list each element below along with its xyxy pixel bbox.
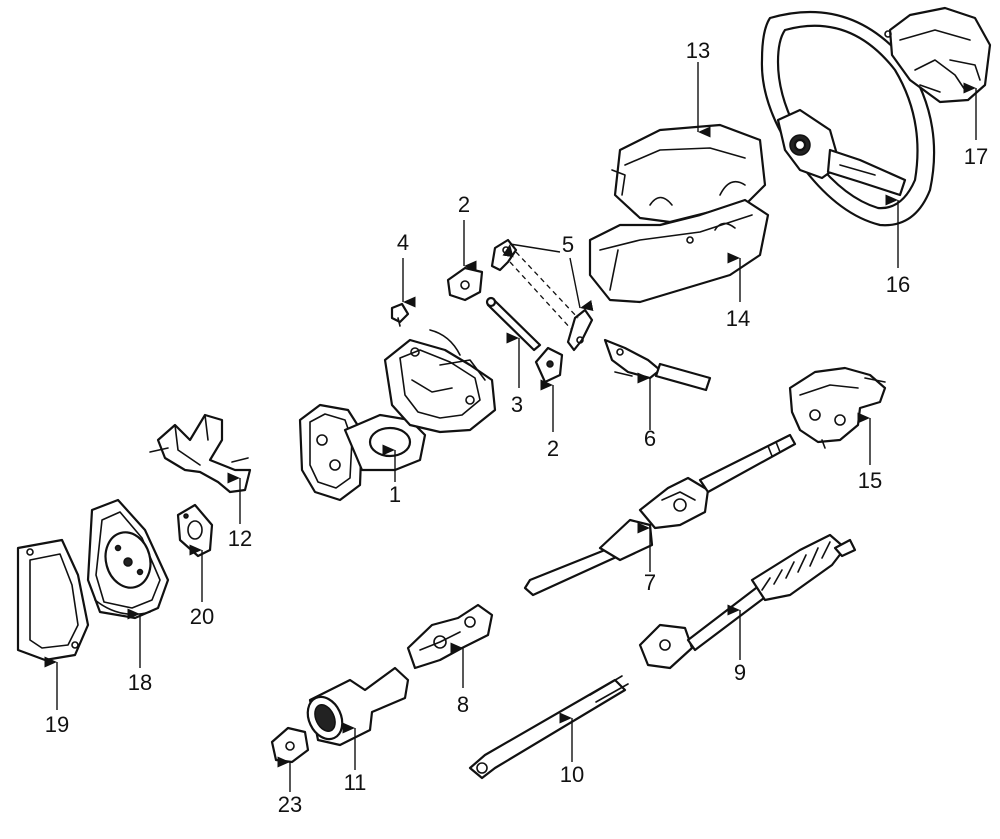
part-3-rod (485, 296, 542, 352)
callout-3: 3 (511, 392, 523, 417)
part-20-bracket-plate (176, 503, 214, 558)
part-14-lower-cover (588, 198, 770, 304)
part-11-sleeve (306, 666, 410, 747)
callout-13: 13 (686, 38, 710, 63)
part-23-small-joint (270, 726, 310, 764)
callout-7: 7 (644, 570, 656, 595)
part-12-mounting-bracket (149, 413, 252, 494)
callout-labels: 1 2 2 3 4 5 6 7 8 9 10 11 12 13 14 15 16… (45, 38, 988, 817)
callout-8: 8 (457, 692, 469, 717)
callout-5: 5 (562, 232, 574, 257)
callout-20: 20 (190, 604, 214, 629)
part-4-bolt (390, 302, 410, 327)
leader-lines (44, 62, 977, 792)
callout-16: 16 (886, 272, 910, 297)
part-15-lock-housing (788, 366, 887, 449)
callout-18: 18 (128, 670, 152, 695)
part-1-column-housing (298, 329, 497, 502)
callout-2-lower: 2 (547, 436, 559, 461)
callout-2-upper: 2 (458, 192, 470, 217)
callout-15: 15 (858, 468, 882, 493)
callout-10: 10 (560, 762, 584, 787)
part-17-horn-pad (884, 6, 992, 104)
part-16-steering-wheel (760, 10, 936, 227)
part-8-universal-joint (406, 603, 494, 670)
part-7-intermediate-shaft (523, 433, 797, 597)
part-2-lower-lever (534, 346, 564, 384)
callout-11: 11 (344, 770, 367, 795)
part-10-shaft (468, 675, 629, 780)
callout-17: 17 (964, 144, 988, 169)
callout-9: 9 (734, 660, 746, 685)
callout-12: 12 (228, 526, 252, 551)
part-6-tilt-lever (603, 338, 712, 392)
callout-23: 23 (278, 792, 302, 817)
part-9-lower-shaft (638, 533, 857, 670)
part-19-gasket (16, 538, 90, 662)
part-18-cover-plate (86, 498, 170, 620)
callout-4: 4 (397, 230, 409, 255)
callout-6: 6 (644, 426, 656, 451)
callout-14: 14 (726, 306, 750, 331)
callout-19: 19 (45, 712, 69, 737)
part-2-upper-plate (446, 266, 484, 302)
callout-1: 1 (389, 482, 401, 507)
